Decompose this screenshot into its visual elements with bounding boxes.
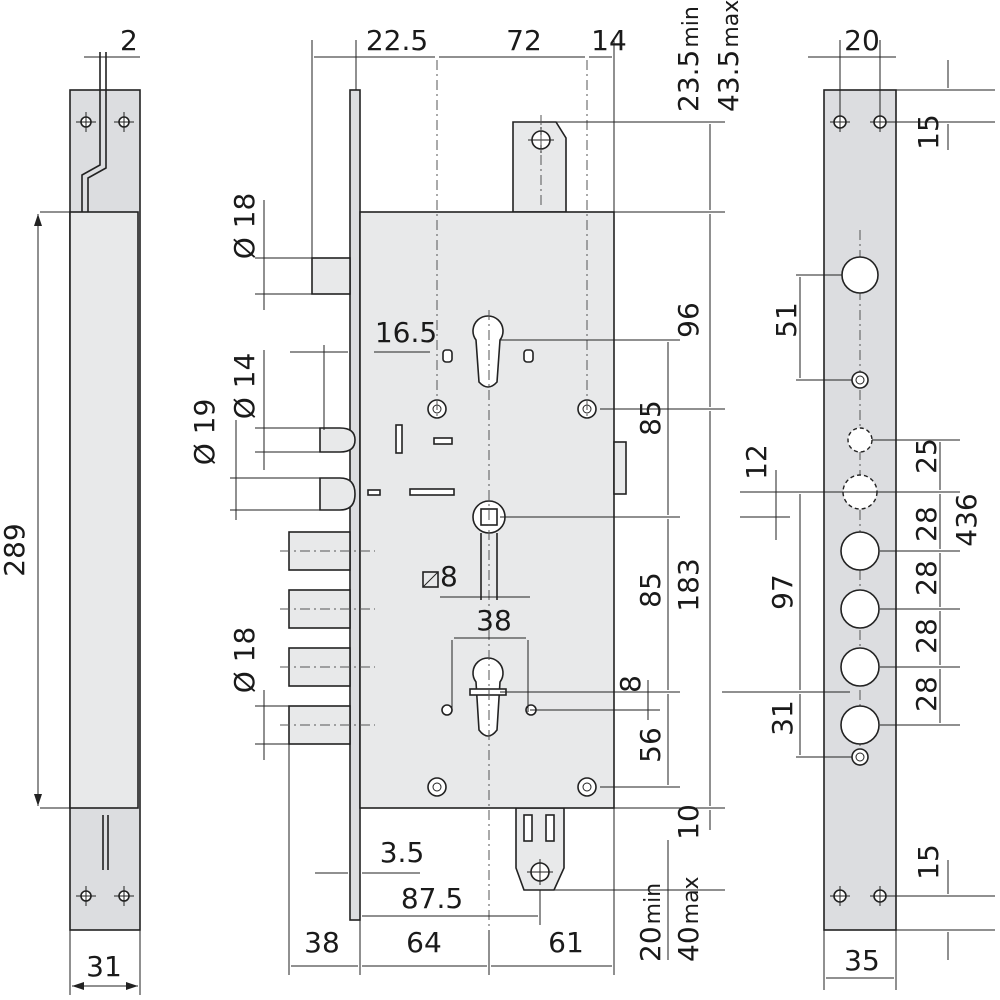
dim-28-1: 28 [910, 506, 943, 542]
dim-12: 12 [740, 444, 773, 480]
dim-35: 35 [844, 944, 880, 977]
side-view [34, 52, 141, 995]
dim-51: 51 [770, 302, 803, 338]
faceplate-bolt-hole-2 [840, 589, 880, 629]
dim-436: 436 [950, 493, 983, 546]
rod-top [81, 52, 101, 212]
fix-hole-4 [577, 777, 597, 797]
faceplate-bolt-hole-3 [840, 647, 880, 687]
dim-16-5: 16.5 [375, 316, 437, 349]
dim-dia-18-bottom: Ø 18 [228, 627, 261, 694]
dead-latch [319, 477, 356, 511]
dim-22-5: 22.5 [366, 24, 428, 57]
faceplate-latch-hole [847, 427, 873, 453]
dim-28-4: 28 [910, 676, 943, 712]
dim-square-8: 8 [440, 560, 458, 593]
lower-cylinder-hole [472, 657, 504, 737]
dim-dia-19: Ø 19 [188, 399, 221, 466]
dim-28-2: 28 [910, 560, 943, 596]
dim-85-upper: 85 [634, 400, 667, 436]
dim-96: 96 [672, 302, 705, 338]
dim-40-max: 40max [672, 876, 705, 962]
latch-bolt [319, 427, 356, 453]
dim-38-width: 38 [476, 604, 512, 637]
dim-3-5: 3.5 [380, 836, 425, 869]
dim-dia-14: Ø 14 [228, 353, 261, 420]
dim-10: 10 [672, 804, 705, 840]
dim-25: 25 [910, 438, 943, 474]
dim-31: 31 [86, 950, 122, 983]
faceplate-bolt-hole-4 [840, 705, 880, 745]
faceplate-view [722, 40, 995, 990]
front-view [230, 40, 725, 975]
dim-64: 64 [406, 926, 442, 959]
deadbolt-4 [288, 705, 351, 745]
dim-183: 183 [672, 558, 705, 611]
dim-31-faceplate: 31 [766, 700, 799, 736]
dim-15-top: 15 [912, 114, 945, 150]
dim-15-bottom: 15 [912, 844, 945, 880]
dim-289: 289 [0, 523, 31, 576]
dim-43-5-max: 43.5max [712, 0, 745, 112]
faceplate-upper-latch-hole [841, 256, 879, 294]
dim-28-3: 28 [910, 618, 943, 654]
dim-23-5-min: 23.5min [672, 6, 705, 112]
dim-2: 2 [120, 24, 138, 57]
case-side [69, 211, 139, 809]
dim-14-top: 14 [591, 24, 627, 57]
dim-97: 97 [766, 574, 799, 610]
dim-38-bolt: 38 [304, 926, 340, 959]
dim-8: 8 [614, 675, 647, 693]
fix-hole-3 [427, 777, 447, 797]
dim-85-lower: 85 [634, 572, 667, 608]
dim-61: 61 [548, 926, 584, 959]
dim-87-5: 87.5 [401, 882, 463, 915]
upper-cylinder-hole [472, 315, 504, 388]
upper-latch [311, 257, 351, 295]
deadbolt-1 [288, 531, 351, 571]
dim-dia-18-top: Ø 18 [228, 193, 261, 260]
deadbolt-3 [288, 647, 351, 687]
dim-72: 72 [506, 24, 542, 57]
faceplate-bolt-hole-1 [840, 531, 880, 571]
dim-20-min: 20min [634, 883, 667, 962]
dim-20: 20 [844, 24, 880, 57]
dim-56: 56 [634, 727, 667, 763]
